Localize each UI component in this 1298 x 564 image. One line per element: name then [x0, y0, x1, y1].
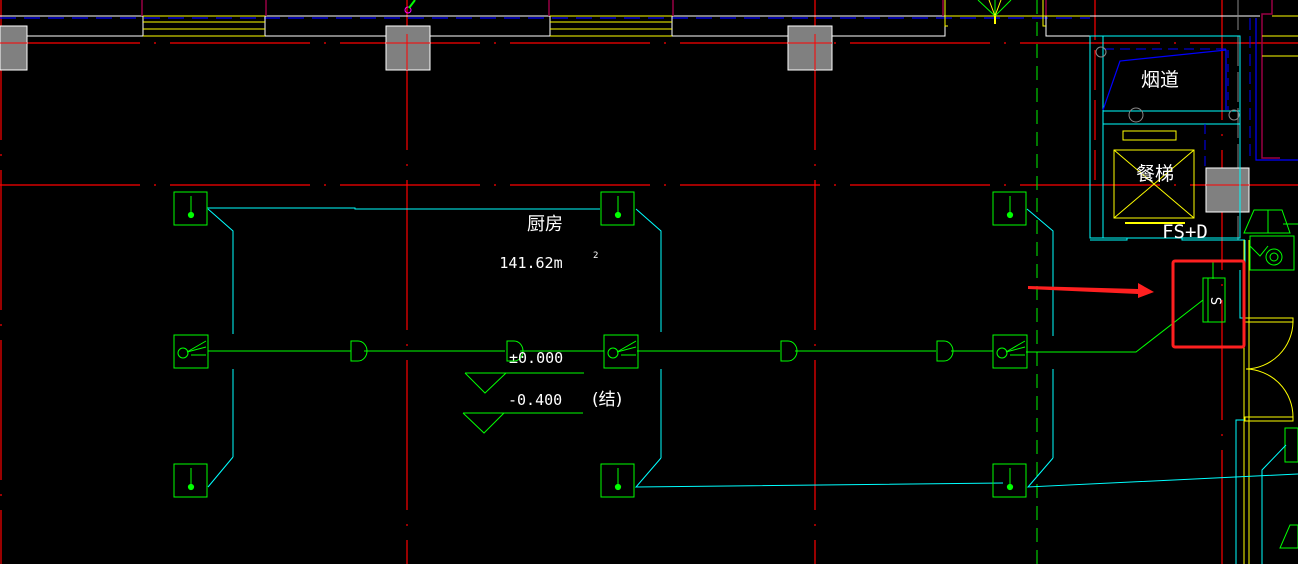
highlighted-device[interactable]: S: [1202, 277, 1226, 323]
flue-outline: [1102, 49, 1227, 111]
top-fan-symbol: [977, 0, 1012, 24]
small-valve-symbol: [404, 0, 416, 14]
flue-label: 烟道: [1141, 69, 1179, 91]
smoke-detector[interactable]: [600, 191, 635, 226]
d-symbol: [780, 340, 798, 362]
column: [0, 25, 28, 71]
dumbwaiter-box: [1113, 149, 1195, 219]
green-signal-line: [208, 260, 1214, 353]
room-area: 141.62m: [499, 254, 562, 272]
room-area-superscript: 2: [593, 251, 598, 261]
speaker[interactable]: [992, 334, 1028, 369]
fs-d-label: FS+D: [1162, 221, 1208, 243]
cyan-pipe-route: [207, 207, 1298, 488]
d-symbols: [350, 340, 954, 362]
arrow-icon: [1028, 283, 1154, 298]
elevation-markers: [462, 372, 584, 434]
speaker[interactable]: [173, 334, 209, 369]
column: [1205, 167, 1250, 213]
window: [142, 15, 266, 37]
smoke-detector[interactable]: [173, 191, 208, 226]
smoke-detector[interactable]: [992, 191, 1027, 226]
columns: [0, 25, 1250, 213]
elevation-value: ±0.000: [509, 349, 563, 367]
elevation-note: (结): [592, 390, 622, 410]
red-annotation: [1028, 259, 1246, 349]
speakers: [173, 334, 1028, 369]
right-equipment-symbols: [1243, 209, 1298, 549]
device-s-label: S: [1207, 297, 1223, 305]
window: [549, 15, 673, 37]
smoke-detector[interactable]: [992, 463, 1027, 498]
column: [787, 25, 833, 71]
double-door: [1243, 240, 1294, 564]
shaft-area: [1089, 35, 1245, 241]
d-symbol: [350, 340, 368, 362]
d-symbol: [506, 340, 524, 362]
highlight-box: [1171, 259, 1246, 349]
column: [385, 25, 431, 71]
smoke-detector[interactable]: [173, 463, 208, 498]
speaker[interactable]: [603, 334, 639, 369]
dumbwaiter-label: 餐梯: [1136, 163, 1174, 185]
room-name: 厨房: [527, 214, 563, 235]
elevation-value: -0.400: [508, 391, 562, 409]
smoke-detector[interactable]: [600, 463, 635, 498]
d-symbol: [936, 340, 954, 362]
smoke-detectors: [173, 191, 1027, 498]
